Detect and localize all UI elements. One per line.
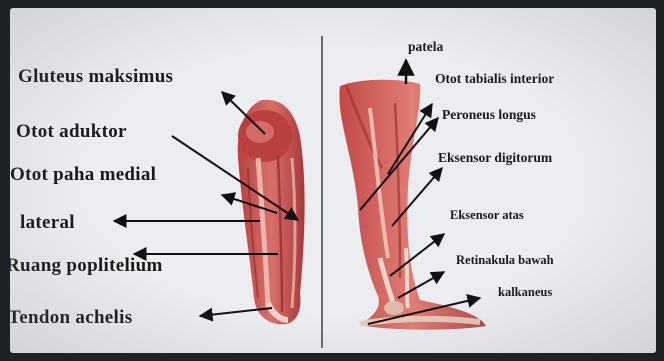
diagram-canvas: Gluteus maksimus Otot aduktor Otot paha … xyxy=(10,8,656,353)
label-ruang-poplitelium: Ruang poplitelium xyxy=(10,256,163,275)
label-eksensor-atas: Eksensor atas xyxy=(450,209,524,222)
label-lateral: lateral xyxy=(20,213,75,232)
label-kalkaneus: kalkaneus xyxy=(498,286,552,299)
label-retinakula-bawah: Retinakula bawah xyxy=(456,254,554,267)
label-patela: patela xyxy=(408,40,443,54)
label-otot-aduktor: Otot aduktor xyxy=(16,122,127,141)
label-otot-paha-medial: Otot paha medial xyxy=(10,165,156,184)
label-peroneus-longus: Peroneus longus xyxy=(442,108,536,122)
label-eksensor-digitorum: Eksensor digitorum xyxy=(438,151,552,165)
label-tendon-achelis: Tendon achelis xyxy=(10,308,132,327)
label-otot-tabialis-interior: Otot tabialis interior xyxy=(435,72,554,86)
label-gluteus-maksimus: Gluteus maksimus xyxy=(18,67,173,86)
